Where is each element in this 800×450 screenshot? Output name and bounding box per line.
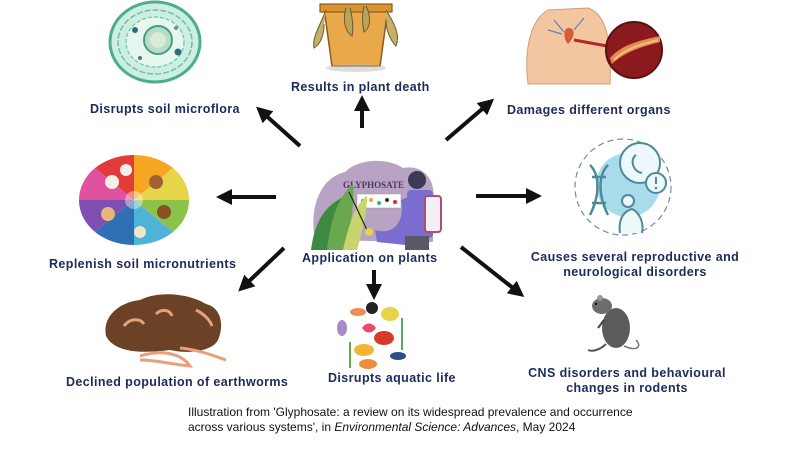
soil-micronutrients-wheel	[78, 154, 190, 246]
soil-microflora-illustration	[108, 0, 202, 84]
label-line-1: CNS disorders and behavioural	[528, 366, 726, 380]
label-results-in-plant-death: Results in plant death	[291, 80, 430, 94]
caption-line-2-start: across various systems', in	[188, 420, 335, 434]
label-damages-different-organs: Damages different organs	[507, 103, 671, 117]
figure-caption: Illustration from 'Glyphosate: a review …	[188, 405, 633, 435]
label-disrupts-soil-microflora: Disrupts soil microflora	[90, 102, 240, 116]
label-line-2: changes in rodents	[566, 381, 688, 395]
caption-line-1: Illustration from 'Glyphosate: a review …	[188, 405, 633, 419]
reproductive-disorders-illustration	[574, 138, 672, 236]
label-line-2: neurological disorders	[563, 265, 707, 279]
arrow-up-right	[444, 98, 495, 142]
arrow-down-right	[459, 245, 525, 297]
label-line-1: Causes several reproductive and	[530, 250, 740, 264]
label-disrupts-aquatic-life: Disrupts aquatic life	[328, 371, 456, 385]
caption-date: , May 2024	[516, 420, 576, 434]
damaged-organs-illustration	[526, 7, 663, 85]
label-application-on-plants: Application on plants	[302, 251, 438, 265]
rodent-illustration	[587, 295, 640, 352]
caption-journal: Environmental Science: Advances	[334, 420, 516, 434]
label-cns-disorders-rodents: CNS disorders and behavioural changes in…	[518, 366, 736, 396]
label-reproductive-neurological-disorders: Causes several reproductive and neurolog…	[522, 250, 748, 280]
dead-plant-pot-illustration	[313, 3, 399, 72]
arrow-up-left	[256, 106, 302, 148]
glyphosate-label: GLYPHOSATE	[343, 180, 404, 190]
caption-line-2: across various systems', in Environmenta…	[188, 420, 633, 435]
earthworms-soil-illustration	[105, 294, 227, 368]
aquatic-life-illustration	[335, 300, 415, 372]
arrow-down-left	[238, 246, 286, 292]
label-declined-earthworms: Declined population of earthworms	[66, 375, 289, 389]
glyphosate-application-illustration: GLYPHOSATE	[311, 160, 442, 250]
label-replenish-soil-micronutrients: Replenish soil micronutrients	[49, 257, 237, 271]
